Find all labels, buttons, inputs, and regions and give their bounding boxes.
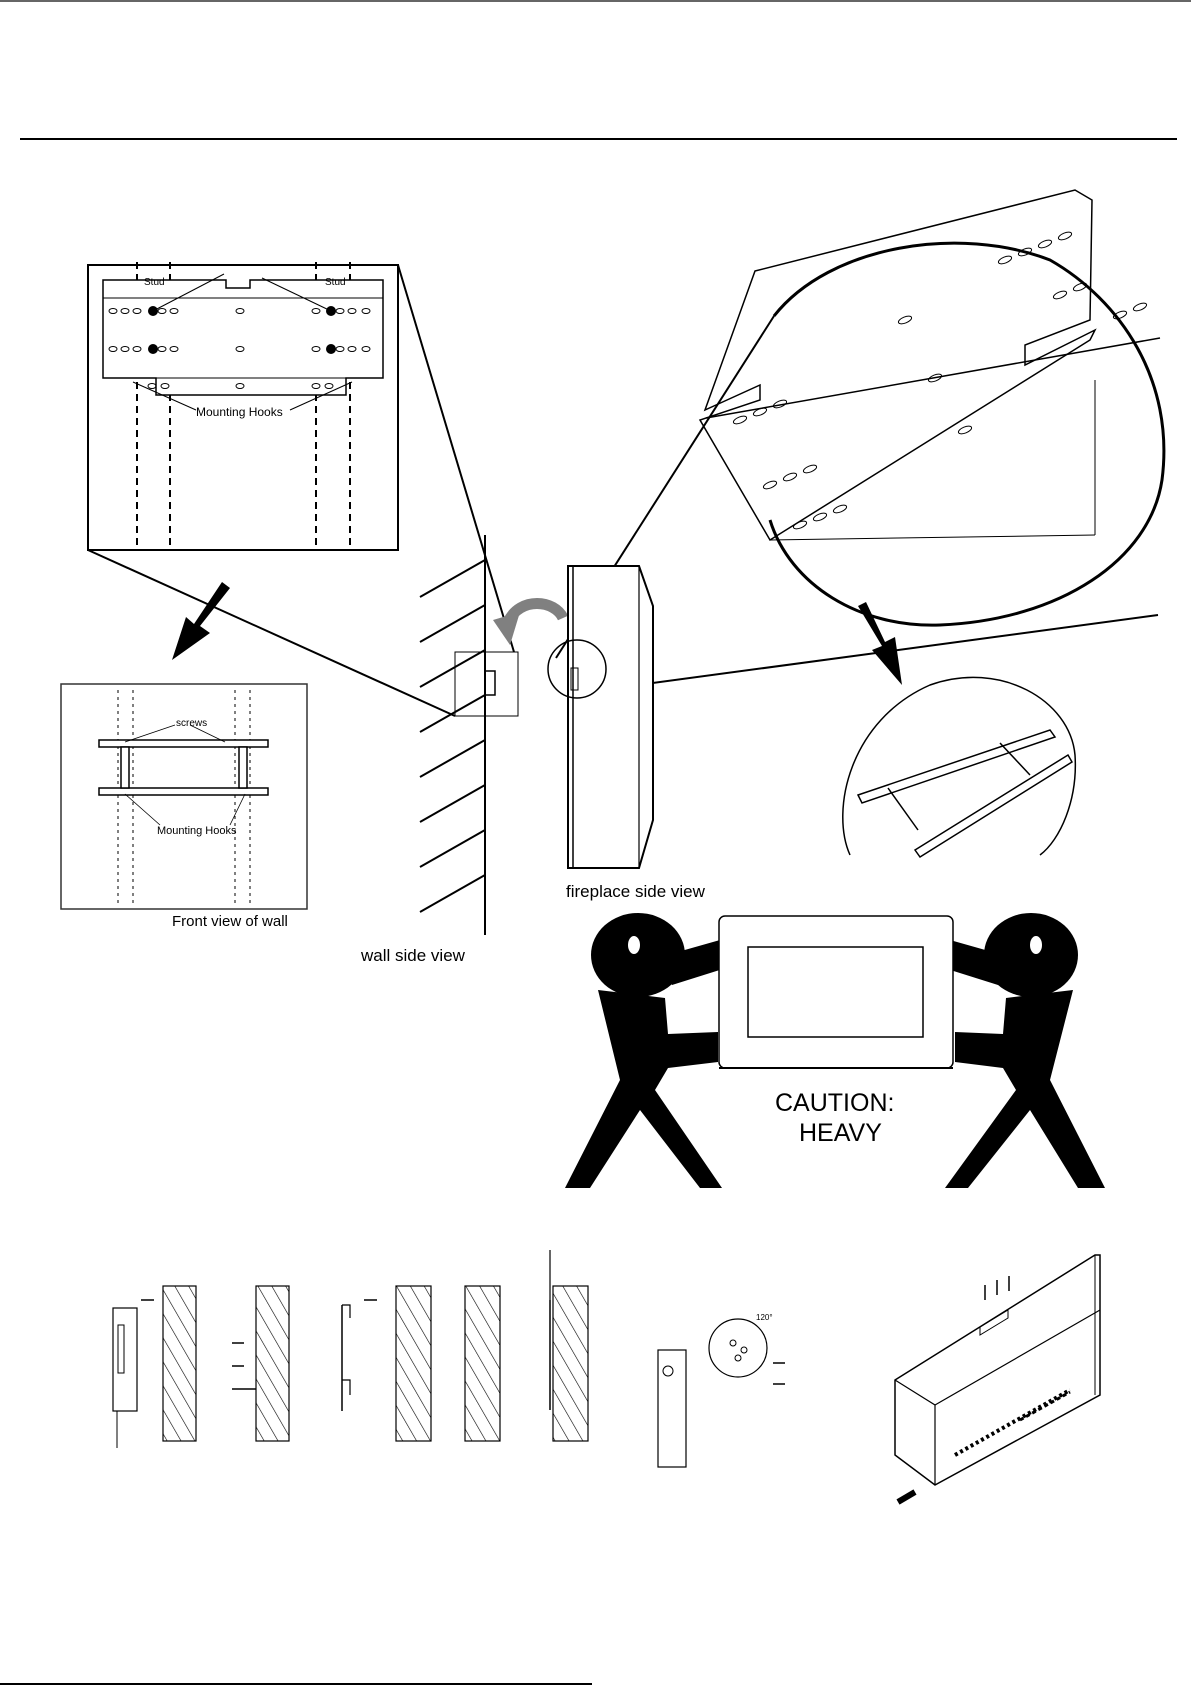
stud-label-left: Stud (144, 277, 165, 288)
hang-arrow-icon (493, 604, 563, 646)
front-view-of-wall-label: Front view of wall (172, 913, 288, 930)
mounting-hooks-label-top: Mounting Hooks (196, 405, 283, 419)
arrow-down-right-icon (858, 602, 902, 685)
wall-side-view-label: wall side view (360, 946, 466, 965)
wall-side-view (420, 535, 518, 935)
hook-zoom-circle (843, 677, 1076, 857)
bracket-on-studs-detail: Stud Stud Mounting Hooks (88, 262, 398, 550)
caution-label-line1: CAUTION: (775, 1089, 894, 1117)
stud-label-right: Stud (325, 277, 346, 288)
caution-label-line2: HEAVY (799, 1119, 882, 1147)
front-view-of-wall-panel: screws Mounting Hooks Front view of wall (61, 684, 307, 930)
mounting-hooks-label-front: Mounting Hooks (157, 825, 237, 837)
rotation-note: 120° (756, 1313, 773, 1322)
bracket-zoom-circle (700, 190, 1164, 625)
arrow-down-left-icon (172, 582, 230, 660)
screws-label: screws (176, 718, 207, 729)
fireplace-side-view-label: fireplace side view (566, 882, 706, 901)
install-steps-sequence (113, 1250, 1100, 1502)
